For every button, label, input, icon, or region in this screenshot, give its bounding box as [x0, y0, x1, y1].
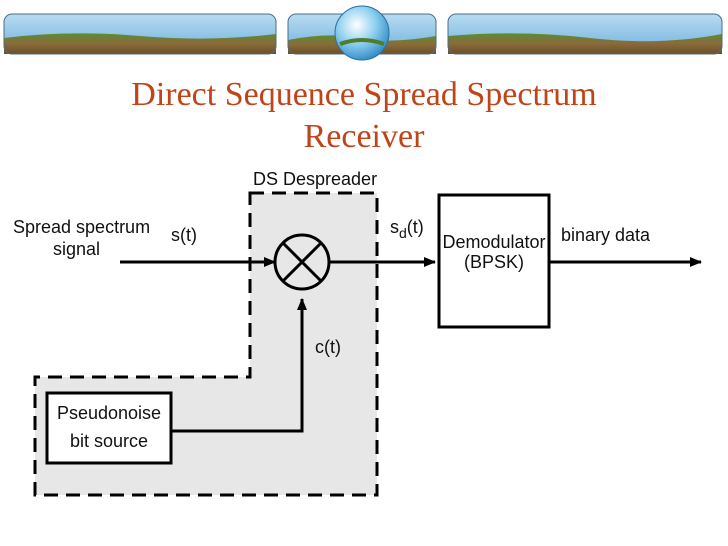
code-signal-label: c(t)	[315, 337, 341, 357]
page-title-line2: Receiver	[303, 118, 425, 155]
pn-source-block	[45, 391, 173, 465]
despreader-label: DS Despreader	[253, 169, 377, 189]
multiplier-icon	[273, 233, 331, 291]
input-label-line2: signal	[53, 239, 100, 259]
despread-signal-label: sd(t)	[390, 217, 424, 241]
code-signal-line	[171, 298, 307, 433]
banner-panel-left	[3, 13, 277, 55]
demodulator-block	[437, 193, 551, 329]
page-title-line1: Direct Sequence Spread Spectrum	[131, 76, 597, 113]
receiver-block-diagram: DS Despreader Spread spectrum signal s(t…	[13, 169, 702, 497]
pn-source-label-line2: bit source	[70, 431, 148, 451]
input-label-line1: Spread spectrum	[13, 217, 150, 237]
demodulator-label-line1: Demodulator	[442, 232, 545, 252]
demodulator-label-line2: (BPSK)	[464, 252, 524, 272]
input-signal-label: s(t)	[171, 225, 197, 245]
pn-source-label-line1: Pseudonoise	[57, 403, 161, 423]
output-label: binary data	[561, 225, 651, 245]
header-banner	[3, 5, 723, 61]
banner-panel-right	[447, 13, 723, 55]
globe-icon	[334, 5, 390, 61]
